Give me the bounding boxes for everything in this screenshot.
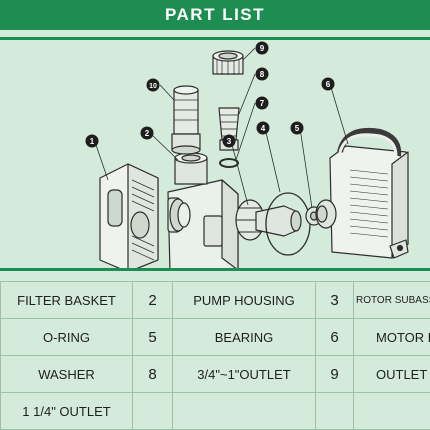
part-name-cell: MOTOR BODY	[353, 318, 430, 356]
table-divider	[0, 268, 430, 271]
part-number-cell: 2	[132, 281, 173, 319]
part-number-cell: 6	[315, 318, 354, 356]
part-name-cell	[353, 392, 430, 430]
callout-4: 4	[256, 121, 270, 135]
part-name-cell: WASHER	[0, 355, 133, 393]
outlet-large-part	[171, 85, 201, 155]
table-row: FILTER BASKET 2 PUMP HOUSING 3 ROTOR SUB…	[0, 281, 430, 319]
svg-text:5: 5	[295, 124, 300, 133]
callout-6: 6	[321, 77, 335, 91]
part-name-cell: FILTER BASKET	[0, 281, 133, 319]
part-name-cell: BEARING	[172, 318, 316, 356]
table-row: 1 1/4" OUTLET	[0, 392, 430, 430]
svg-text:3: 3	[227, 137, 232, 146]
svg-text:2: 2	[145, 129, 150, 138]
svg-text:7: 7	[260, 99, 265, 108]
part-number-cell: 3	[315, 281, 354, 319]
part-name-cell: OUTLET NUT	[353, 355, 430, 393]
callout-1: 1	[85, 134, 99, 148]
washer-part	[219, 158, 239, 168]
table-row: O-RING 5 BEARING 6 MOTOR BODY	[0, 318, 430, 356]
part-name-cell: 1 1/4" OUTLET	[0, 392, 133, 430]
callout-markers: 1 2 3 4 5 6 7 8 9 10	[85, 41, 335, 148]
part-name-cell: 3/4"~1"OUTLET	[172, 355, 316, 393]
header-divider	[0, 37, 430, 40]
callout-2: 2	[140, 126, 154, 140]
filter-basket-part	[99, 163, 159, 268]
callout-10: 10	[146, 78, 160, 92]
part-number-cell: 9	[315, 355, 354, 393]
svg-text:9: 9	[260, 44, 265, 53]
part-name-cell	[172, 392, 316, 430]
callout-7: 7	[255, 96, 269, 110]
exploded-pump-diagram: 1 2 3 4 5 6 7 8 9 10	[85, 41, 409, 268]
parts-table: FILTER BASKET 2 PUMP HOUSING 3 ROTOR SUB…	[0, 281, 430, 430]
motor-body-part	[315, 128, 409, 259]
svg-text:6: 6	[326, 80, 331, 89]
svg-text:1: 1	[90, 137, 95, 146]
pump-housing-part	[167, 152, 239, 268]
callout-5: 5	[290, 121, 304, 135]
svg-text:10: 10	[149, 83, 157, 90]
callout-9: 9	[255, 41, 269, 55]
part-name-cell: ROTOR SUBASSEMBLY	[353, 281, 430, 319]
part-number-cell: 8	[132, 355, 173, 393]
part-number-cell	[132, 392, 173, 430]
callout-3: 3	[222, 134, 236, 148]
part-name-cell: PUMP HOUSING	[172, 281, 316, 319]
part-name-cell: O-RING	[0, 318, 133, 356]
svg-text:8: 8	[260, 70, 265, 79]
outlet-nut-part	[212, 50, 244, 75]
rotor-part	[235, 199, 302, 241]
svg-text:4: 4	[261, 124, 266, 133]
part-number-cell	[315, 392, 354, 430]
part-number-cell: 5	[132, 318, 173, 356]
part-list-header: PART LIST	[0, 0, 430, 30]
table-row: WASHER 8 3/4"~1"OUTLET 9 OUTLET NUT	[0, 355, 430, 393]
callout-8: 8	[255, 67, 269, 81]
page-title: PART LIST	[164, 5, 266, 24]
